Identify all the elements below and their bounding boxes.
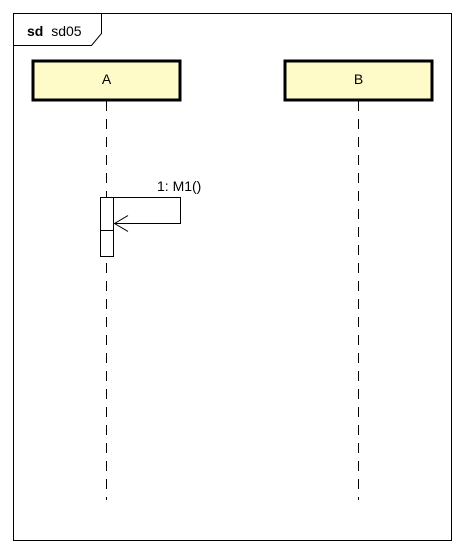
message-m1-arrowhead [113,215,129,232]
message-m1-line [113,197,181,224]
lifeline-b[interactable]: B [283,59,434,500]
lifeline-a[interactable]: A [31,59,182,500]
frame-title-tab [13,13,102,46]
participant-b-label: B [354,71,363,87]
message-m1[interactable]: 1: M1() [113,178,202,232]
activation-bar-a-nested [100,197,114,231]
participant-b-box[interactable] [283,59,434,102]
frame-keyword: sd [27,23,43,39]
frame-name: sd05 [51,23,82,39]
participant-a-label: A [102,71,112,87]
participant-a-box[interactable] [31,59,182,102]
message-m1-label: 1: M1() [157,178,201,194]
frame-title: sd sd05 [27,23,82,39]
